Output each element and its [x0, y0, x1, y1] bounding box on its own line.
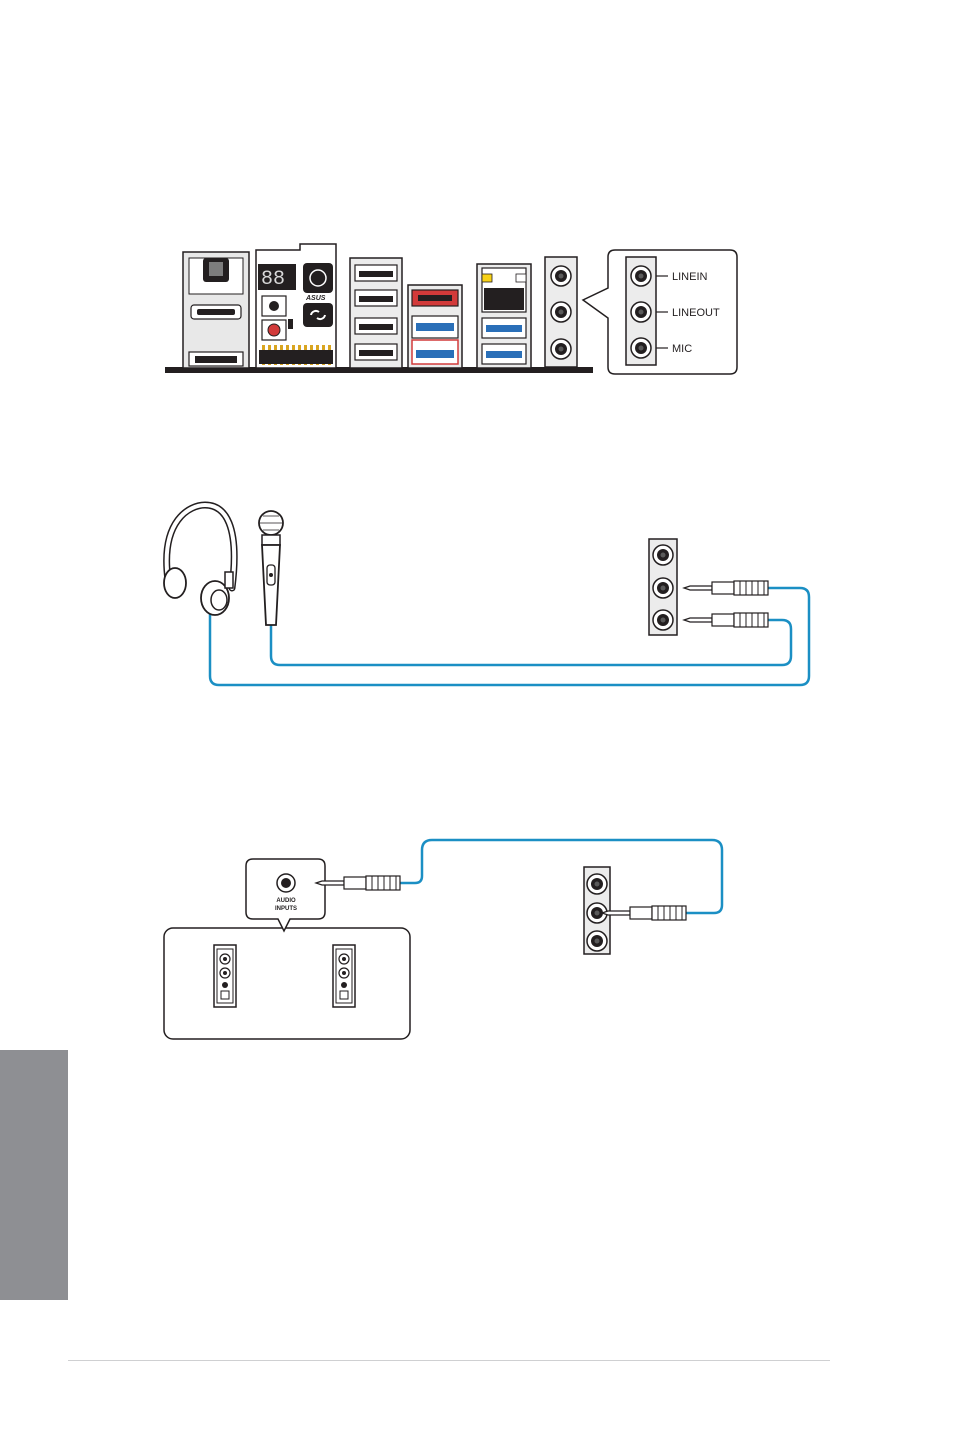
left-speaker-icon	[214, 945, 236, 1007]
esata-usb3-block	[408, 285, 462, 368]
label-mic: MIC	[672, 343, 692, 355]
lineout-speaker-plug	[602, 906, 686, 920]
chapter-side-tab	[0, 1050, 68, 1300]
headphone-cable	[210, 588, 809, 685]
stereo-speaker-diagram: AUDIO INPUTS	[164, 840, 722, 1039]
mic-plug	[684, 613, 768, 627]
audio-jack-callout: LINEIN LINEOUT MIC	[583, 250, 737, 374]
speaker-callout	[164, 928, 410, 1039]
headphones-icon	[164, 505, 234, 615]
speaker-cable	[390, 840, 722, 913]
footer-divider	[68, 1360, 830, 1361]
audio-input-box: AUDIO INPUTS	[246, 859, 325, 931]
speaker-input-plug	[316, 876, 400, 890]
optical-hdmi-block	[183, 252, 249, 368]
audio-jack-strip	[649, 539, 677, 635]
lineout-plug	[684, 581, 768, 595]
audio-inputs-label-line1: AUDIO	[276, 898, 296, 904]
audio-jack-block	[545, 257, 577, 367]
lan-usb3-block	[477, 264, 531, 368]
svg-text:88: 88	[261, 268, 285, 291]
headphone-mic-diagram	[164, 505, 809, 685]
label-lineout: LINEOUT	[672, 307, 720, 319]
microphone-icon	[259, 511, 283, 625]
rear-io-panel: 88 ASUS	[165, 244, 737, 374]
speaker-audio-jack-strip	[584, 867, 610, 954]
usb2-stack	[350, 258, 402, 368]
brand-mark: ASUS	[305, 295, 326, 302]
right-speaker-icon	[333, 945, 355, 1007]
audio-inputs-label-line2: INPUTS	[275, 906, 297, 912]
microphone-cable	[271, 620, 791, 665]
label-linein: LINEIN	[672, 271, 708, 283]
qcode-button-block: 88 ASUS	[256, 244, 336, 368]
